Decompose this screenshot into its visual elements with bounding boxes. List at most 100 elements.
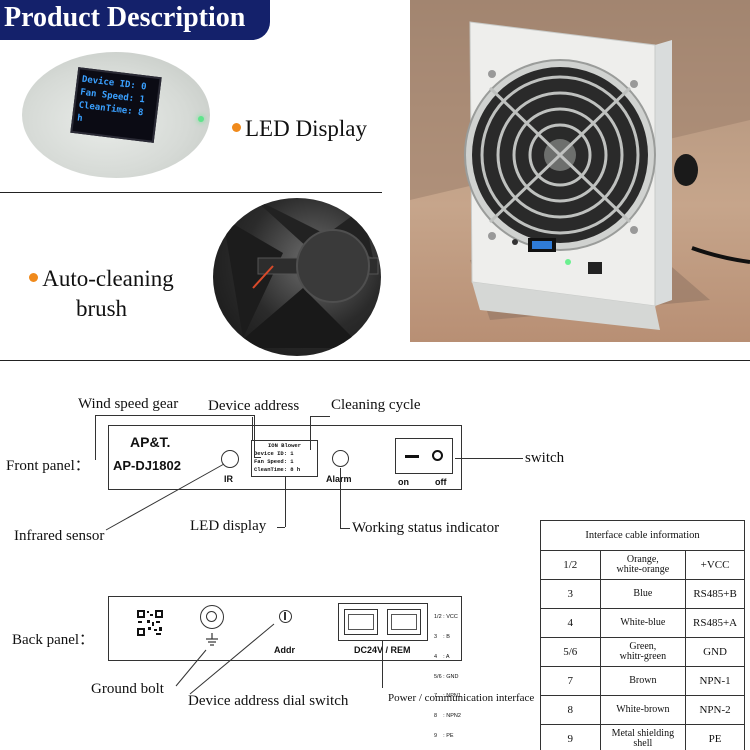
- addr-label: Addr: [274, 645, 295, 655]
- table-cell-color: Metal shielding shell: [599, 724, 687, 750]
- power-comm-port: [338, 603, 428, 641]
- rj45-port-icon: [344, 609, 378, 635]
- alarm-label: Alarm: [326, 474, 352, 484]
- model-number: AP-DJ1802: [113, 458, 181, 473]
- leader-line: [252, 417, 253, 440]
- ground-bolt-icon: [200, 605, 224, 629]
- screen-line: Fan Speed: 1: [254, 458, 294, 465]
- dial-pointer-icon: [284, 612, 286, 620]
- switch-off-mark-icon: [432, 450, 443, 461]
- divider: [0, 360, 750, 361]
- table-row: 9 Metal shielding shell PE: [540, 724, 745, 750]
- table-row: 7 Brown NPN-1: [540, 666, 745, 696]
- table-cell-pin: 1/2: [540, 550, 601, 580]
- feature-label: brush: [75, 296, 128, 321]
- screen-line: CleanTime: 8 h: [254, 466, 301, 473]
- ion-blower-photo-icon: [410, 0, 750, 330]
- leader-line: [310, 416, 330, 417]
- table-row: 3 Blue RS485+B: [540, 579, 745, 609]
- leader-line: [255, 457, 261, 458]
- callout-ground-bolt: Ground bolt: [91, 681, 164, 697]
- leader-line: [455, 458, 523, 459]
- callout-infrared-sensor: Infrared sensor: [14, 528, 105, 544]
- switch-on-mark-icon: [405, 455, 419, 458]
- pin-legend-line: 9 : PE: [434, 732, 454, 739]
- callout-power-interface: Power / communication interface: [388, 692, 535, 704]
- rj45-port-icon: [387, 609, 421, 635]
- table-cell-color: Green, whitr-green: [599, 637, 687, 667]
- pin-legend-line: 1/2 : VCC: [434, 614, 458, 621]
- brand-logo: AP&T.: [130, 434, 171, 450]
- switch-off-label: off: [435, 477, 447, 487]
- table-row: 8 White-brown NPN-2: [540, 695, 745, 725]
- led-screen: Device ID: 0 Fan Speed: 1 CleanTime: 8 h: [70, 67, 162, 143]
- leader-line: [254, 415, 255, 458]
- switch-on-label: on: [398, 477, 409, 487]
- cleaning-brush-closeup: [213, 198, 381, 356]
- qr-code-icon: [136, 609, 164, 637]
- leader-line: [340, 468, 341, 528]
- rj45-socket-icon: [391, 614, 417, 630]
- feature-label: LED Display: [245, 116, 368, 141]
- screen-line: ION Blower: [267, 442, 301, 449]
- product-photo: [410, 0, 750, 342]
- table-cell-signal: GND: [685, 637, 745, 667]
- table-cell-pin: 8: [540, 695, 601, 725]
- callout-switch: switch: [525, 450, 565, 466]
- bullet-icon: [29, 273, 39, 283]
- callout-led-display: LED display: [190, 518, 267, 534]
- pin-legend-line: 8 : NPN2: [434, 713, 461, 720]
- table-cell-signal: RS485+A: [685, 608, 745, 638]
- callout-cleaning-cycle: Cleaning cycle: [331, 397, 421, 413]
- alarm-indicator-icon: [332, 450, 349, 467]
- ir-label: IR: [224, 474, 233, 484]
- table-cell-signal: +VCC: [685, 550, 745, 580]
- callout-wind-speed-gear: Wind speed gear: [78, 396, 179, 412]
- leader-line: [277, 527, 285, 528]
- pin-legend-line: 5/6 : GND: [434, 673, 459, 680]
- table-cell-pin: 9: [540, 724, 601, 750]
- rj45-socket-icon: [348, 614, 374, 630]
- leader-line: [382, 641, 383, 688]
- ground-bolt-inner-icon: [206, 611, 217, 622]
- leader-line: [95, 415, 255, 416]
- front-panel-label: Front panel：: [6, 458, 90, 474]
- screen-line: Device ID: 1: [254, 450, 294, 457]
- bullet-icon: [232, 123, 241, 133]
- divider: [0, 192, 382, 193]
- power-switch[interactable]: [395, 438, 453, 474]
- table-cell-pin: 3: [540, 579, 601, 609]
- page-title: Product Description: [0, 0, 270, 40]
- table-cell-pin: 5/6: [540, 637, 601, 667]
- table-cell-signal: PE: [685, 724, 745, 750]
- leader-line-infrared: [105, 463, 225, 531]
- pin-legend-line: 4 : A: [434, 653, 450, 660]
- table-row: 1/2 Orange, white-orange +VCC: [540, 550, 745, 580]
- table-cell-color: White-brown: [599, 695, 687, 725]
- table-cell-signal: NPN-2: [685, 695, 745, 725]
- ground-symbol-icon: [206, 633, 218, 646]
- feature-label: Auto-cleaning: [42, 266, 174, 291]
- feature-auto-cleaning: Auto-cleaning brush: [14, 264, 189, 324]
- leader-lines-back: [175, 623, 275, 695]
- table-row: 4 White-blue RS485+A: [540, 608, 745, 638]
- pin-legend: 1/2 : VCC 3 : B 4 : A 5/6 : GND 7 : NPN1…: [434, 601, 461, 746]
- address-dial-icon[interactable]: [279, 610, 292, 623]
- table-cell-color: Orange, white-orange: [599, 550, 687, 580]
- table-row: 5/6 Green, whitr-green GND: [540, 637, 745, 667]
- feature-led-display: LED Display: [232, 116, 367, 142]
- leader-line: [95, 415, 96, 460]
- table-cell-color: Brown: [599, 666, 687, 696]
- back-panel-label: Back panel：: [12, 632, 95, 648]
- interface-cable-table: Interface cable information 1/2 Orange, …: [540, 520, 745, 750]
- table-cell-signal: NPN-1: [685, 666, 745, 696]
- callout-working-status: Working status indicator: [352, 520, 500, 536]
- leader-line: [285, 477, 286, 527]
- table-cell-color: Blue: [599, 579, 687, 609]
- led-display-screen: ION Blower Device ID: 1 Fan Speed: 1 Cle…: [251, 440, 318, 477]
- table-cell-signal: RS485+B: [685, 579, 745, 609]
- pin-legend-line: 7 : NPN1: [434, 693, 461, 700]
- pin-legend-line: 3 : B: [434, 633, 450, 640]
- led-display-closeup: Device ID: 0 Fan Speed: 1 CleanTime: 8 h: [22, 52, 210, 178]
- ir-sensor-icon: [221, 450, 239, 468]
